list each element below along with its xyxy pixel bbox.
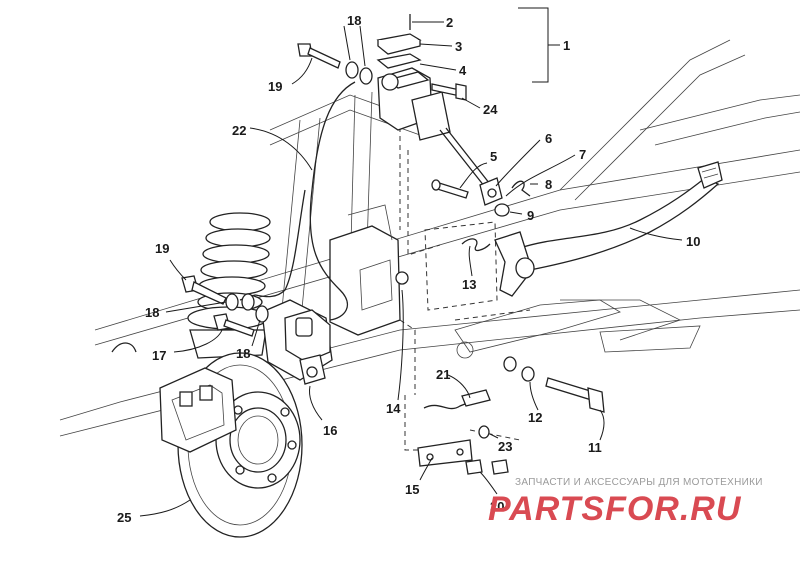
front-caliper: [159, 367, 237, 453]
master-cylinder: [376, 14, 503, 206]
callout-labels: 1 2 3 4 5 6 7 8 9 10 11 12 13 14 15 16 1…: [117, 13, 700, 525]
callout-21: 21: [436, 367, 450, 382]
callout-25: 25: [117, 510, 131, 525]
callout-18a: 18: [347, 13, 361, 28]
rear-shock-spring: [187, 212, 271, 359]
callout-12: 12: [528, 410, 542, 425]
callout-13: 13: [462, 277, 476, 292]
watermark-tagline: ЗАПЧАСТИ И АКСЕССУАРЫ ДЛЯ МОТОТЕХНИКИ: [515, 477, 763, 488]
rear-caliper-16: [261, 299, 333, 385]
callout-4: 4: [459, 63, 467, 78]
callout-16: 16: [323, 423, 337, 438]
callout-18b: 18: [145, 305, 159, 320]
clevis-hardware: [431, 179, 531, 217]
callout-7: 7: [579, 147, 586, 162]
callout-9: 9: [527, 208, 534, 223]
brake-switch: [395, 271, 509, 475]
callout-3: 3: [455, 39, 462, 54]
brake-pedal-10: [461, 161, 723, 297]
callout-15: 15: [405, 482, 419, 497]
callout-18c: 18: [236, 346, 250, 361]
callout-6: 6: [545, 131, 552, 146]
pivot-bolt-11: [503, 356, 605, 413]
watermark-logo: PARTSFOR.RU: [488, 490, 742, 528]
watermark: ЗАПЧАСТИ И АКСЕССУАРЫ ДЛЯ МОТОТЕХНИКИ PA…: [488, 477, 763, 528]
callout-14: 14: [386, 401, 401, 416]
callout-22: 22: [232, 123, 246, 138]
callout-1: 1: [563, 38, 570, 53]
leader-lines: [139, 21, 683, 517]
callout-8: 8: [545, 177, 552, 192]
callout-24: 24: [483, 102, 498, 117]
banjo-bolts: [181, 43, 373, 337]
callout-5: 5: [490, 149, 497, 164]
callout-23: 23: [498, 439, 512, 454]
callout-10: 10: [686, 234, 700, 249]
assembly-bracket-1: [518, 7, 549, 83]
callout-11: 11: [588, 440, 602, 455]
callout-17: 17: [152, 348, 166, 363]
callout-19a: 19: [268, 79, 282, 94]
callout-19b: 19: [155, 241, 169, 256]
hose-clip: [111, 342, 137, 353]
callout-20: 20: [490, 499, 504, 514]
callout-2: 2: [446, 15, 453, 30]
